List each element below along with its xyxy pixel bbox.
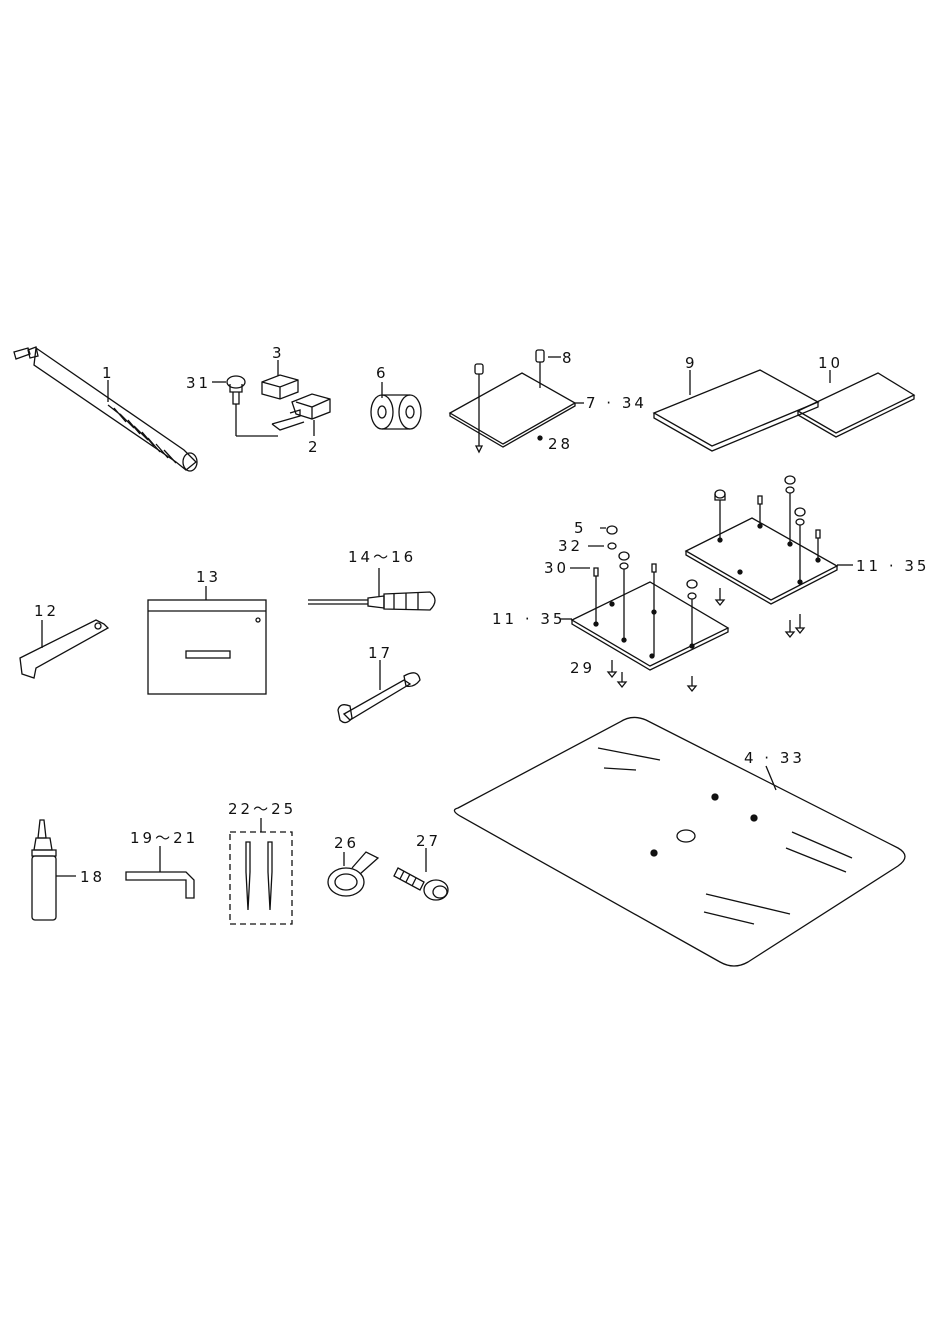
part-wrench-drawing	[337, 660, 421, 724]
part-hexkey-drawing	[125, 846, 195, 899]
label-part-12: 12	[34, 602, 59, 620]
part-bag-drawing	[147, 586, 267, 695]
part-table-plate-drawing	[453, 716, 906, 967]
label-part-31: 31	[186, 374, 211, 392]
part-band-drawing	[327, 851, 380, 897]
label-part-7-34: 7 · 34	[586, 394, 647, 412]
label-part-28: 28	[548, 435, 573, 453]
label-part-3: 3	[272, 344, 285, 362]
part-small-plate-drawing	[448, 349, 584, 454]
label-part-5: 5	[574, 519, 587, 537]
label-part-11-35-upper: 11 · 35	[856, 557, 929, 575]
part-blocks-drawing	[226, 374, 331, 437]
part-needles-drawing	[229, 818, 293, 925]
label-part-2: 2	[308, 438, 321, 456]
label-part-14-16: 14～16	[348, 548, 416, 566]
label-part-1: 1	[102, 364, 115, 382]
label-part-22-25: 22～25	[228, 800, 296, 818]
label-part-27: 27	[416, 832, 441, 850]
part-bracket-drawing	[19, 619, 110, 679]
part-oiler-drawing	[31, 819, 76, 921]
label-part-4-33: 4 · 33	[744, 749, 805, 767]
part-bobbin-drawing	[370, 394, 422, 430]
label-part-19-21: 19～21	[130, 829, 198, 847]
label-part-32: 32	[558, 537, 583, 555]
label-part-29: 29	[570, 659, 595, 677]
part-plate-upper-drawing	[684, 475, 853, 639]
label-part-30: 30	[544, 559, 569, 577]
label-part-13: 13	[196, 568, 221, 586]
label-part-17: 17	[368, 644, 393, 662]
part-connector-drawing	[393, 848, 449, 901]
label-part-8: 8	[562, 349, 575, 367]
part-booklets-drawing	[652, 369, 916, 452]
label-part-9: 9	[685, 354, 698, 372]
part-plate-lower-drawing	[560, 525, 730, 693]
part-rod-drawing	[13, 346, 198, 472]
label-part-10: 10	[818, 354, 843, 372]
part-screwdriver-drawing	[308, 568, 436, 611]
label-part-6: 6	[376, 364, 389, 382]
part-labels: 1 2 3 31 6 8 7 · 34 28 9 10 5 32 30 11 ·…	[34, 344, 929, 886]
leader-lines	[107, 360, 383, 436]
label-part-11-35-lower: 11 · 35	[492, 610, 565, 628]
label-part-18: 18	[80, 868, 105, 886]
label-part-26: 26	[334, 834, 359, 852]
